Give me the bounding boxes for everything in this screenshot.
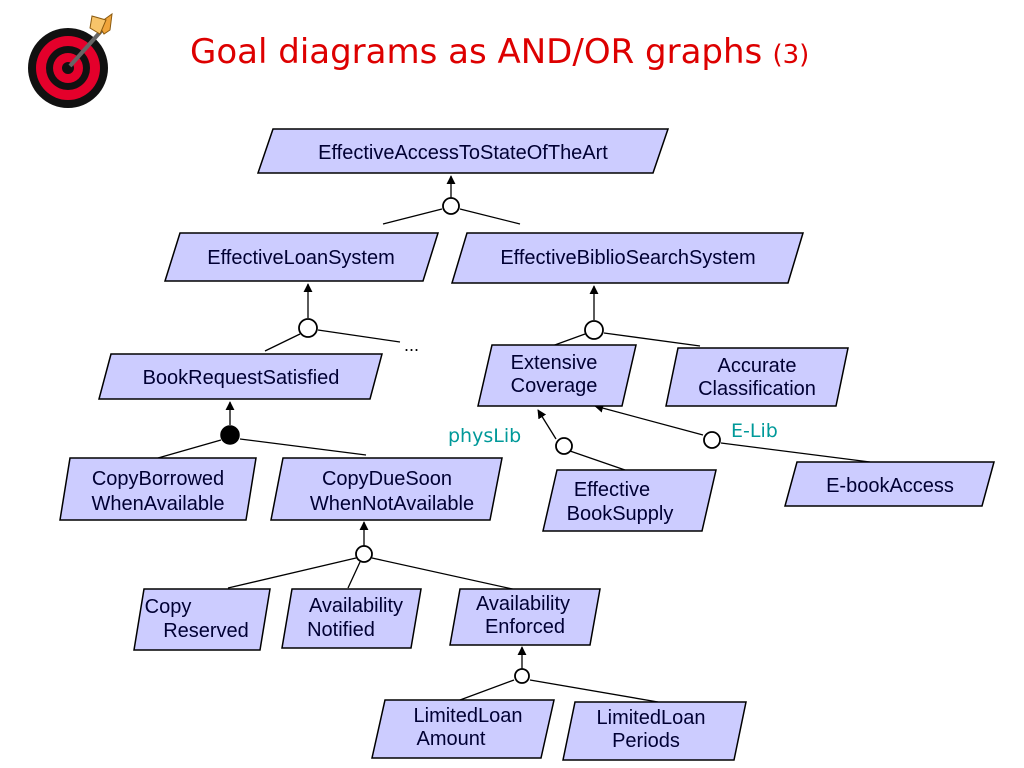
goal-copy-due-soon[interactable]: CopyDueSoon WhenNotAvailable: [270, 457, 503, 521]
link-copyduesoon-to-and: [239, 438, 367, 456]
goal-label: Classification: [698, 378, 816, 400]
goal-copy-borrowed[interactable]: CopyBorrowed WhenAvailable: [59, 457, 257, 521]
goal-label: Reserved: [163, 620, 249, 642]
goal-label: Amount: [417, 728, 486, 750]
goal-label: Extensive: [511, 352, 598, 374]
link-ellipsis-to-or2: [317, 329, 401, 343]
link-ebook-to-or5: [720, 442, 871, 463]
goals: EffectiveAccessToStateOfTheArt Effective…: [59, 128, 995, 761]
link-coverage-to-or3: [551, 333, 586, 347]
goal-label: EffectiveLoanSystem: [207, 247, 395, 269]
link-biblio-to-or1: [459, 208, 521, 225]
goal-label: Periods: [612, 730, 680, 752]
goal-limited-loan-periods[interactable]: LimitedLoan Periods: [562, 701, 747, 761]
goal-effective-biblio-search[interactable]: EffectiveBiblioSearchSystem: [450, 232, 805, 284]
goal-label: WhenAvailable: [91, 493, 224, 515]
arrow-elib: [594, 403, 704, 436]
ellipsis-more-subgoals: ...: [404, 335, 419, 355]
slide-title: Goal diagrams as AND/OR graphs (3): [190, 32, 890, 92]
goal-label: LimitedLoan: [597, 707, 706, 729]
goal-label: EffectiveBiblioSearchSystem: [500, 247, 755, 269]
goal-label: CopyBorrowed: [92, 468, 224, 490]
arrow-physlib: [537, 409, 557, 440]
and-refinement-node: [220, 425, 240, 445]
goal-label: Effective: [574, 479, 650, 501]
goal-effective-book-supply[interactable]: Effective BookSupply: [542, 469, 717, 532]
goal-effective-access[interactable]: EffectiveAccessToStateOfTheArt: [256, 128, 670, 174]
goal-limited-loan-amount[interactable]: LimitedLoan Amount: [371, 699, 555, 759]
goal-label: CopyDueSoon: [322, 468, 452, 490]
goal-label: Accurate: [718, 355, 797, 377]
goal-label: E-bookAccess: [826, 475, 954, 497]
link-loanamount-to-or7: [459, 679, 515, 701]
link-copyborrowed-to-and: [157, 439, 222, 459]
refinement-links: [157, 175, 871, 703]
goal-label: LimitedLoan: [414, 705, 523, 727]
goal-accurate-classification[interactable]: Accurate Classification: [665, 347, 849, 407]
goal-availability-enforced[interactable]: Availability Enforced: [449, 588, 601, 646]
goal-label: BookSupply: [567, 503, 674, 525]
goal-extensive-coverage[interactable]: Extensive Coverage: [477, 344, 637, 407]
dartboard-target-icon: [28, 12, 113, 108]
goal-ebook-access[interactable]: E-bookAccess: [784, 461, 995, 507]
annotation-elib: E-Lib: [731, 420, 778, 442]
or-refinement-node: [514, 668, 530, 684]
goal-label: BookRequestSatisfied: [143, 367, 340, 389]
goal-label: Notified: [307, 619, 375, 641]
goal-label: EffectiveAccessToStateOfTheArt: [318, 142, 608, 164]
link-notified-to-or6: [347, 561, 361, 589]
goal-label: WhenNotAvailable: [310, 493, 474, 515]
goal-label: Availability: [476, 593, 570, 615]
link-copyreserved-to-or6: [227, 557, 357, 589]
slide-title-number: (3): [772, 40, 810, 70]
or-refinement-node: [703, 431, 721, 449]
goal-label: Coverage: [511, 375, 598, 397]
or-refinement-node: [555, 437, 573, 455]
goal-availability-notified[interactable]: Availability Notified: [281, 588, 422, 649]
link-loanperiods-to-or7: [529, 679, 659, 703]
link-bookrequest-to-or2: [264, 333, 301, 352]
link-enforced-to-or6: [371, 557, 527, 593]
goal-book-request-satisfied[interactable]: BookRequestSatisfied: [98, 353, 383, 400]
link-loan-to-or1: [382, 208, 443, 225]
goal-label: Availability: [309, 595, 403, 617]
goal-label: Copy: [145, 596, 192, 618]
link-classification-to-or3: [603, 332, 701, 347]
or-refinement-node: [355, 545, 373, 563]
or-refinement-node: [584, 320, 604, 340]
goal-effective-loan-system[interactable]: EffectiveLoanSystem: [163, 232, 440, 282]
slide-title-main: Goal diagrams as AND/OR graphs: [190, 32, 763, 72]
refinement-nodes: [220, 197, 721, 684]
annotation-physlib: physLib: [448, 425, 521, 447]
link-booksupply-to-or4: [569, 450, 626, 471]
goal-copy-reserved[interactable]: Copy Reserved: [133, 588, 271, 651]
goal-label: Enforced: [485, 616, 565, 638]
or-refinement-node: [298, 318, 318, 338]
or-refinement-node: [442, 197, 460, 215]
